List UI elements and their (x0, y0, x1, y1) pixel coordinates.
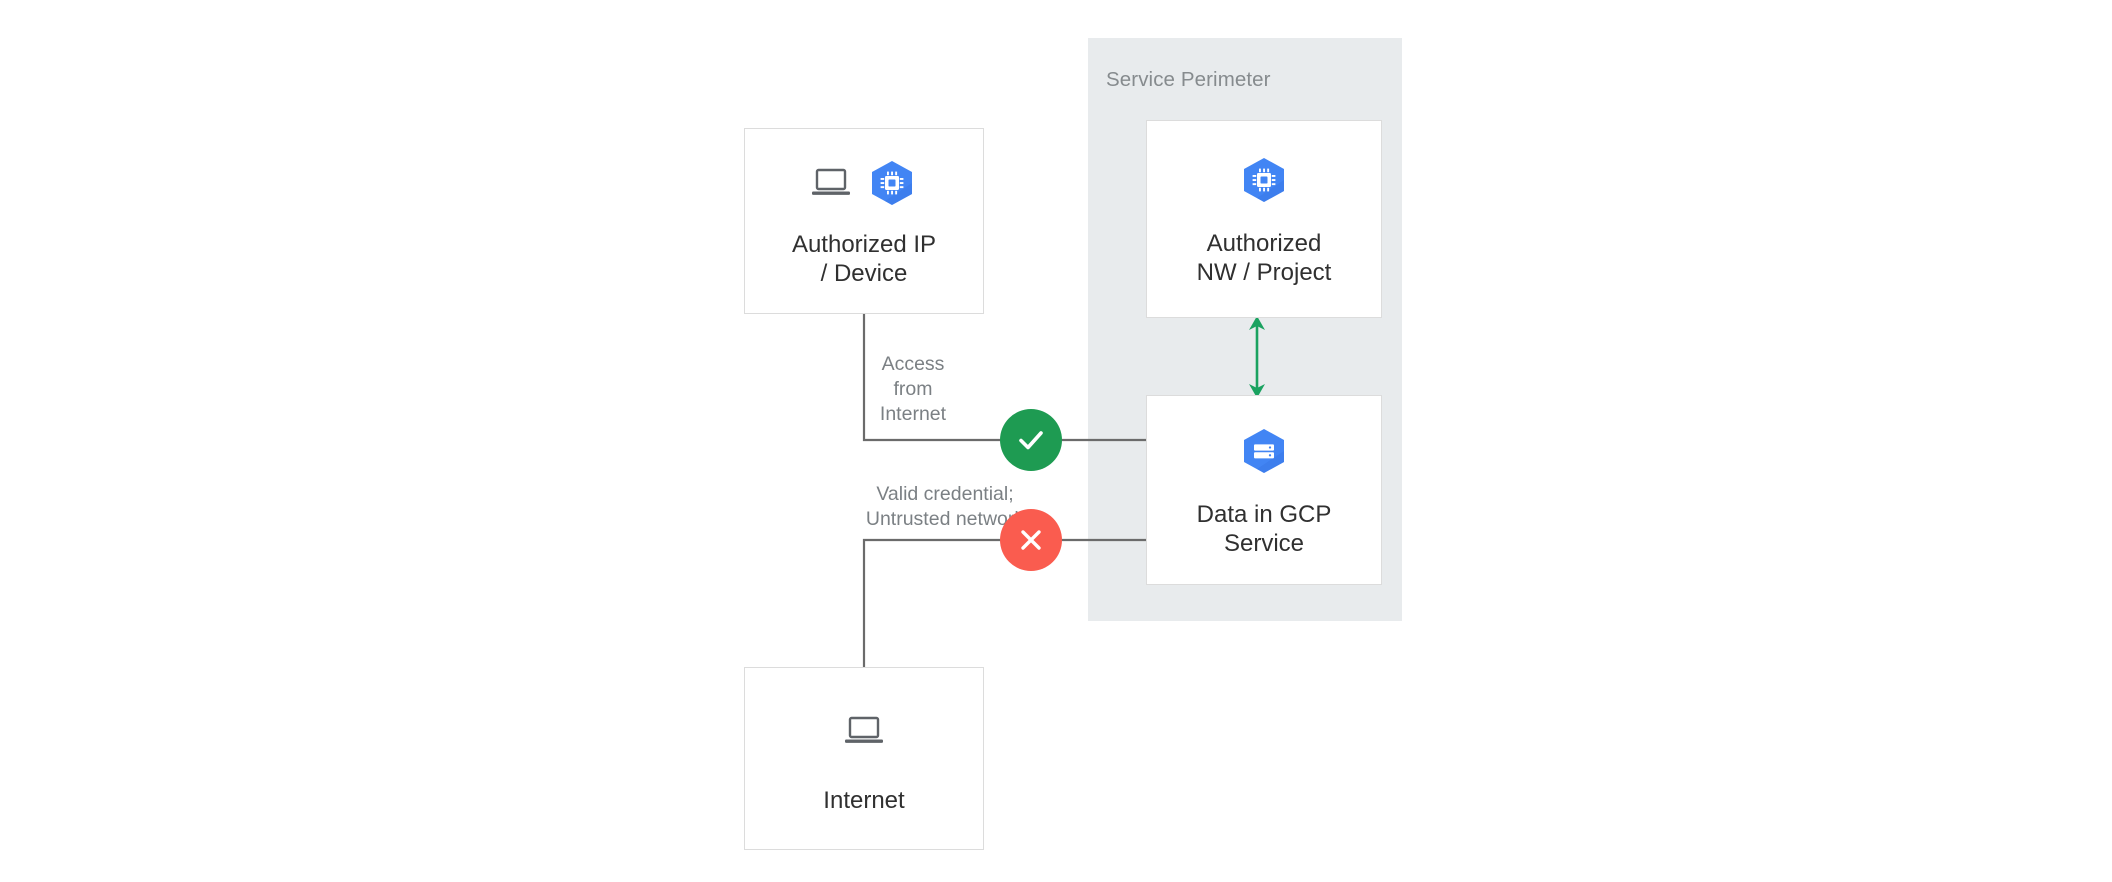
edge-label-access-from-internet: Access from Internet (879, 353, 947, 425)
laptop-icon (812, 168, 850, 195)
node-authorized-nw-project[interactable]: Authorized NW / Project (1146, 120, 1382, 318)
laptop-icon (845, 716, 883, 743)
node-label: Authorized NW / Project (1196, 230, 1332, 286)
storage-database-hexagon-icon (1244, 429, 1284, 473)
node-data-in-gcp-service[interactable]: Data in GCP Service (1146, 395, 1382, 585)
node-internet[interactable]: Internet (744, 667, 984, 850)
node-label: Internet (823, 787, 905, 814)
close-x-icon (1021, 530, 1041, 550)
compute-chip-hexagon-icon (872, 161, 912, 205)
node-label: Data in GCP Service (1196, 501, 1332, 557)
node-icon-group (811, 154, 917, 212)
node-label: Authorized IP / Device (791, 231, 937, 287)
node-icon-group (1239, 422, 1289, 480)
service-perimeter-label: Service Perimeter (1106, 68, 1271, 91)
node-authorized-ip-device[interactable]: Authorized IP / Device (744, 128, 984, 314)
compute-chip-hexagon-icon (1244, 158, 1284, 202)
status-badge-allowed[interactable] (1000, 409, 1062, 471)
status-badge-denied[interactable] (1000, 509, 1062, 571)
node-icon-group (844, 702, 884, 760)
check-icon (1019, 431, 1043, 450)
node-icon-group (1239, 151, 1289, 209)
edge-label-valid-credential-untrusted-network: Valid credential; Untrusted network (865, 483, 1025, 530)
